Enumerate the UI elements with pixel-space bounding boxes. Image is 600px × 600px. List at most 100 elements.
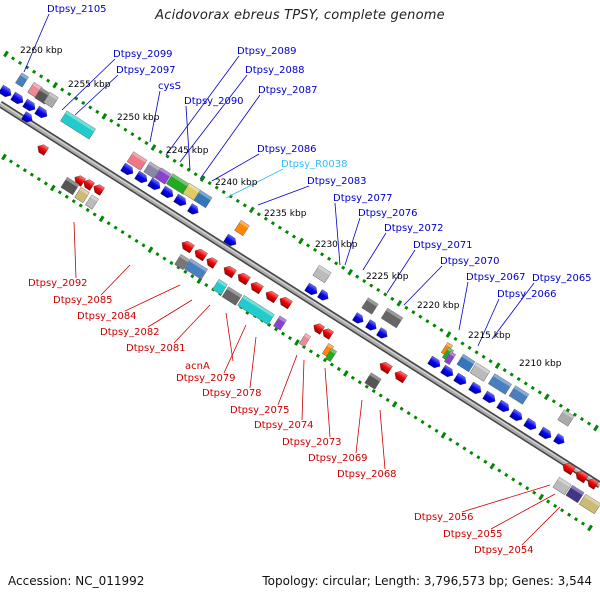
connector-forward-6 [185, 105, 191, 171]
tick-row-lower [155, 252, 160, 257]
tick-row-upper [543, 393, 550, 401]
tick-row-lower [294, 339, 300, 346]
forward-gene-26 [553, 433, 565, 445]
connector-forward-5 [179, 74, 248, 163]
tick-row-upper [81, 100, 86, 106]
tick-row-lower [29, 172, 34, 177]
reverse-gene-16 [562, 462, 576, 476]
connector-forward-0 [23, 13, 50, 73]
tick-row-lower [342, 370, 349, 377]
reverse-gene-0 [37, 144, 49, 156]
gene-box-14-highlight [90, 194, 99, 202]
gene-label-forward-8: Dtpsy_2086 [257, 144, 317, 155]
gene-box-17-highlight [217, 279, 228, 288]
gene-label-forward-4: Dtpsy_2089 [237, 46, 297, 57]
tick-row-lower [504, 472, 509, 478]
gene-box-16 [184, 258, 208, 280]
tick-row-upper [312, 247, 318, 252]
tick-row-lower [434, 428, 439, 433]
tick-row-lower [469, 450, 474, 455]
scale-label-2: 2250 kbp [117, 113, 160, 123]
gene-box-20 [273, 315, 287, 331]
tick-row-lower [287, 336, 293, 341]
reverse-gene-12 [313, 323, 325, 335]
tick-row-upper [10, 56, 16, 61]
tick-row-upper [256, 212, 261, 217]
tick-row-lower [567, 512, 572, 517]
tick-row-upper [270, 221, 275, 226]
tick-row-upper [298, 237, 304, 245]
reverse-gene-7 [223, 265, 237, 279]
gene-label-reverse-10: Dtpsy_2073 [282, 437, 342, 448]
forward-gene-22 [496, 399, 510, 413]
tick-row-lower [364, 384, 369, 389]
gene-box-20-highlight [278, 315, 287, 323]
tick-row-upper [305, 243, 311, 248]
tick-row-lower [476, 455, 481, 460]
connector-forward-4 [165, 55, 240, 156]
tick-row-lower [308, 349, 314, 354]
connector-reverse-1 [100, 264, 131, 296]
gene-box-12-body [60, 176, 80, 196]
tick-row-lower [8, 159, 14, 164]
tick-row-upper [116, 123, 121, 128]
tick-row-lower [413, 415, 418, 420]
gene-label-forward-11: Dtpsy_2077 [333, 193, 393, 204]
gene-box-26 [380, 307, 404, 329]
gene-box-19 [237, 295, 275, 325]
gene-label-reverse-13: Dtpsy_2056 [414, 512, 474, 523]
genome-title: Acidovorax ebreus TPSY, complete genome [155, 8, 445, 23]
gene-box-37-highlight [570, 485, 585, 496]
reverse-gene-8 [237, 272, 251, 286]
tick-row-upper [586, 421, 592, 426]
gene-box-5 [126, 151, 148, 171]
gene-label-reverse-5: acnA [185, 361, 210, 372]
connector-reverse-12 [379, 409, 386, 470]
connector-reverse-8 [277, 354, 298, 406]
tick-row-lower [329, 362, 334, 367]
scale-label-10: 2210 kbp [519, 359, 562, 369]
gene-label-reverse-9: Dtpsy_2074 [254, 420, 314, 431]
gene-box-31-highlight [461, 354, 476, 365]
tick-row-upper [383, 292, 388, 297]
tick-row-upper [558, 403, 563, 408]
topology-text: Topology: circular; Length: 3,796,573 bp… [262, 574, 592, 588]
tick-row-upper [39, 74, 44, 79]
gene-box-7 [154, 167, 172, 185]
tick-row-upper [235, 198, 240, 203]
tick-row-upper [291, 234, 297, 239]
connector-forward-9 [225, 168, 284, 199]
tick-row-lower [350, 375, 355, 380]
gene-box-38-highlight [584, 494, 600, 507]
tick-row-upper [494, 362, 501, 370]
gene-label-reverse-15: Dtpsy_2054 [474, 545, 534, 556]
gene-box-23-highlight [330, 348, 337, 355]
gene-label-reverse-1: Dtpsy_2085 [53, 295, 113, 306]
gene-label-reverse-14: Dtpsy_2055 [443, 529, 503, 540]
forward-gene-8 [160, 185, 174, 199]
gene-box-14-body [85, 194, 99, 210]
connector-forward-12 [344, 217, 361, 266]
gene-box-4 [60, 110, 96, 140]
gene-box-25 [361, 297, 379, 315]
tick-row-lower [92, 212, 97, 217]
tick-row-lower [538, 493, 545, 501]
gene-box-23-body [324, 348, 338, 362]
connector-forward-13 [362, 232, 387, 271]
tick-row-upper [109, 118, 114, 123]
gene-box-24-body [312, 264, 332, 284]
gene-box-21 [298, 333, 312, 347]
tick-row-upper [369, 283, 374, 288]
tick-row-upper [179, 163, 184, 168]
gene-box-27-highlight [369, 372, 382, 382]
tick-row-upper [362, 279, 367, 284]
gene-box-11-body [234, 219, 250, 237]
gene-box-32 [469, 362, 491, 382]
reverse-gene-17 [575, 470, 589, 484]
tick-row-lower [190, 274, 195, 279]
scale-label-8: 2220 kbp [417, 301, 460, 311]
tick-row-upper [207, 181, 212, 186]
gene-box-25-body [361, 297, 379, 315]
gene-box-34-highlight [513, 385, 529, 397]
connector-forward-14 [386, 249, 416, 294]
